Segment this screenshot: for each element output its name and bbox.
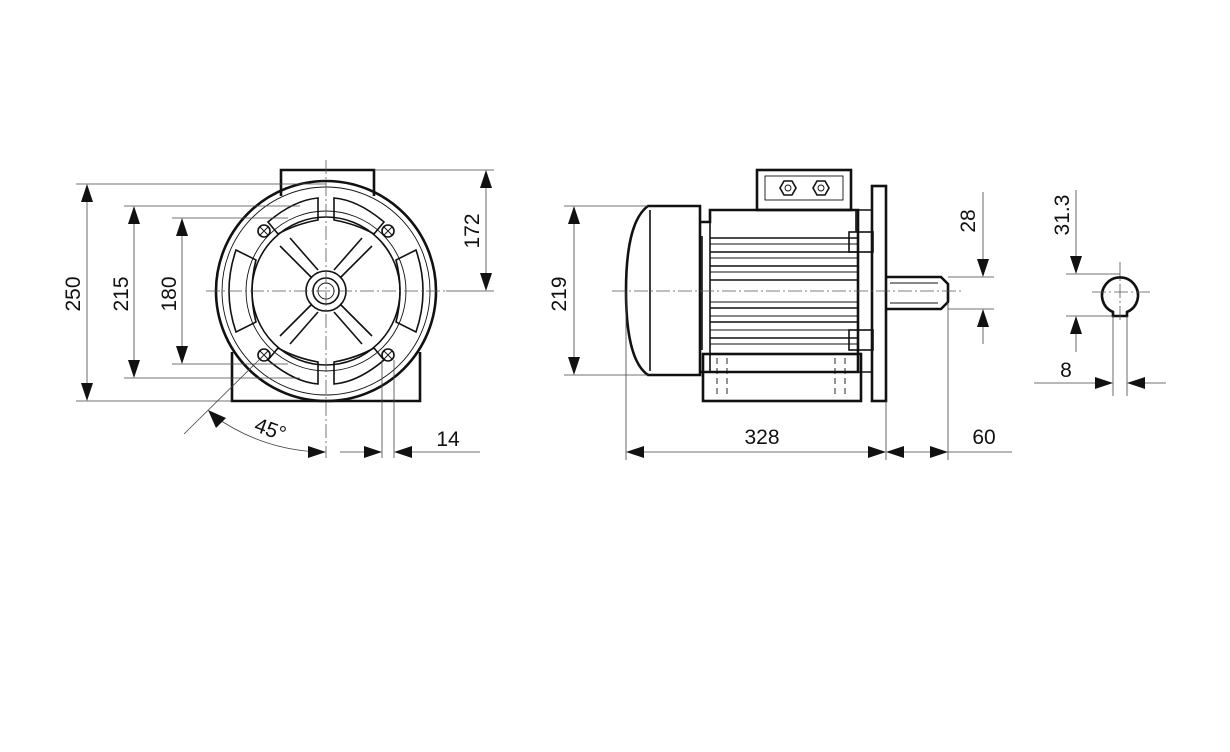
bolt-hole-icon	[381, 348, 395, 362]
dim-pitch-circle: 215	[110, 276, 133, 311]
dim-body-diameter: 219	[548, 276, 571, 311]
terminal-nut-icon	[812, 180, 830, 196]
dim-spigot-diameter: 180	[158, 276, 181, 311]
dim-hole-diameter: 14	[436, 428, 460, 451]
terminal-nut-icon	[779, 180, 797, 196]
dim-key-height: 31.3	[1051, 195, 1074, 236]
dim-flange-diameter: 250	[62, 276, 85, 311]
front-view: 250 215 180 172 14 45°	[62, 160, 494, 458]
dim-shaft-height: 172	[461, 213, 484, 248]
dim-body-length: 328	[744, 426, 779, 449]
side-view: 219 328 60 28	[548, 168, 1012, 460]
dim-key-width: 8	[1060, 359, 1072, 382]
dim-bolt-angle: 45°	[251, 414, 289, 446]
dim-shaft-diameter: 28	[957, 209, 980, 232]
bolt-hole-icon	[257, 224, 271, 238]
shaft-key-detail: 31.3 8	[1034, 190, 1166, 396]
bolt-hole-icon	[381, 224, 395, 238]
dim-shaft-length: 60	[972, 426, 995, 449]
